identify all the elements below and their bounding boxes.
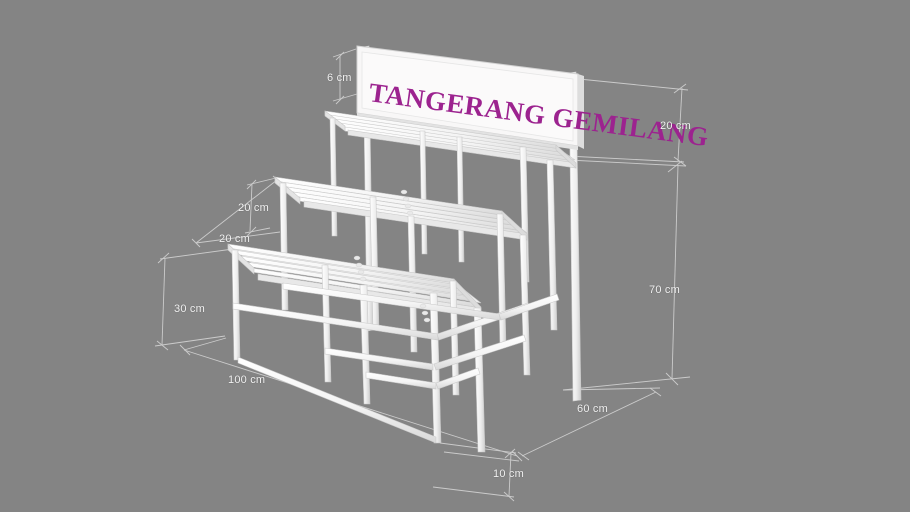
rack-frame (227, 45, 584, 453)
dimension-label-overall-width: 100 cm (228, 374, 266, 386)
dim-middle-tier-rise (244, 177, 277, 237)
shelf-bottom (227, 243, 482, 315)
base-frame-rails (232, 282, 560, 444)
signboard-panel (356, 45, 584, 150)
dimension-label-shelf-depth: 20 cm (219, 233, 250, 245)
dim-lower-shelf-height (154, 248, 234, 351)
dim-overall-depth (517, 387, 662, 461)
dimension-label-top-tier-rise: 20 cm (660, 120, 691, 132)
dim-sign-height (332, 48, 358, 105)
shelf-middle (274, 176, 528, 241)
dimension-label-overall-depth: 60 cm (577, 403, 608, 415)
dimension-label-overall-height: 70 cm (649, 284, 680, 296)
dimension-label-lower-shelf-height: 30 cm (174, 303, 205, 315)
shelf-connector-studs (353, 189, 431, 323)
dimension-label-sign-height: 6 cm (327, 72, 352, 84)
dimension-label-foot-clearance: 10 cm (493, 468, 524, 480)
dim-overall-height (562, 159, 691, 391)
dimension-label-middle-tier-rise: 20 cm (238, 202, 269, 214)
dim-top-tier-rise (566, 78, 689, 167)
shelf-top (324, 110, 577, 169)
